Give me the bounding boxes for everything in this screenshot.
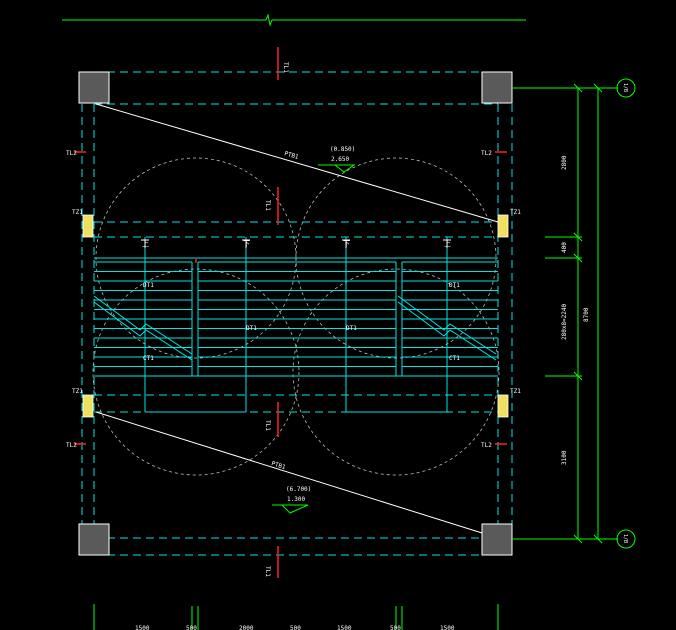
- section-markers: [74, 47, 507, 578]
- bottom-dim-3: 2000: [239, 625, 254, 630]
- label-up-1: 上: [142, 239, 149, 248]
- column-top-left: [78, 71, 110, 104]
- label-tl2-left-upper: TL2: [66, 150, 77, 157]
- column-bottom-left: [78, 523, 110, 556]
- axis-bubbles: [616, 78, 636, 549]
- label-tl1-top: TL1: [282, 62, 289, 73]
- label-dt1-a: DT1: [143, 282, 154, 289]
- bottom-dim-6: 500: [390, 625, 401, 630]
- dim-2240: 280x8=2240: [561, 303, 568, 340]
- bottom-dim-4: 500: [290, 625, 301, 630]
- up-down-marks: [141, 239, 451, 248]
- label-tl2-right-lower: TL2: [481, 442, 492, 449]
- label-ptb-bottom: PTB1: [270, 460, 286, 471]
- grid-label-top: 1/B: [622, 83, 628, 92]
- grid-label-bottom: 1/B: [622, 534, 628, 543]
- label-tl1-mid-lower: TL1: [264, 420, 271, 431]
- label-tl2-left-lower: TL2: [66, 442, 77, 449]
- dashed-beams: [81, 71, 513, 556]
- label-tl1-mid-upper: TL1: [264, 200, 271, 211]
- label-tl2-right-upper: TL2: [481, 150, 492, 157]
- label-ct1-b: CT1: [449, 355, 460, 362]
- bottom-dim-7: 1500: [440, 625, 455, 630]
- label-tl1-bottom: TL1: [264, 566, 271, 577]
- label-dt1-d: DT1: [449, 282, 460, 289]
- level-markers: [272, 164, 356, 514]
- flight-boundaries: [93, 237, 498, 413]
- label-tz1-right-lower: TZ1: [510, 388, 521, 395]
- label-down-2: 下: [343, 240, 350, 248]
- level-top: 2.650: [331, 156, 349, 163]
- level-bottom: 1.300: [287, 496, 305, 503]
- column-top-right: [481, 71, 513, 104]
- bottom-dim-5: 1500: [337, 625, 352, 630]
- level-bottom-paren: (6.700): [286, 486, 311, 493]
- landing-arcs: [92, 157, 500, 476]
- bottom-dim-1: 1500: [135, 625, 150, 630]
- column-bottom-right: [481, 523, 513, 556]
- label-ct1-a: CT1: [143, 355, 154, 362]
- stair-treads: [94, 261, 498, 377]
- right-dimensions: [512, 83, 618, 544]
- axis-bubble-bottom: [616, 529, 636, 549]
- label-tz1-left-lower: TZ1: [72, 388, 83, 395]
- level-top-paren: (0.850): [330, 146, 355, 153]
- label-dt1-c: DT1: [346, 325, 357, 332]
- label-ptb-top: PTB1: [283, 150, 299, 161]
- tz-columns: [82, 214, 509, 418]
- top-break-line: [62, 13, 526, 27]
- label-up-2: 上: [444, 239, 451, 248]
- dim-400: 400: [561, 242, 568, 253]
- dim-3100: 3100: [561, 450, 568, 465]
- bottom-dimension-ticks: [93, 604, 499, 630]
- bottom-dim-2: 500: [186, 625, 197, 630]
- columns: [78, 71, 513, 556]
- dim-total: 8700: [583, 307, 590, 322]
- label-tz1-right-upper: TZ1: [510, 209, 521, 216]
- slab-diagonals: [95, 103, 499, 539]
- label-dt1-b: DT1: [246, 325, 257, 332]
- label-tz1-left-upper: TZ1: [72, 209, 83, 216]
- axis-bubble-top: [616, 78, 636, 98]
- label-down-1: 下: [243, 240, 250, 248]
- dim-2800: 2800: [561, 155, 568, 170]
